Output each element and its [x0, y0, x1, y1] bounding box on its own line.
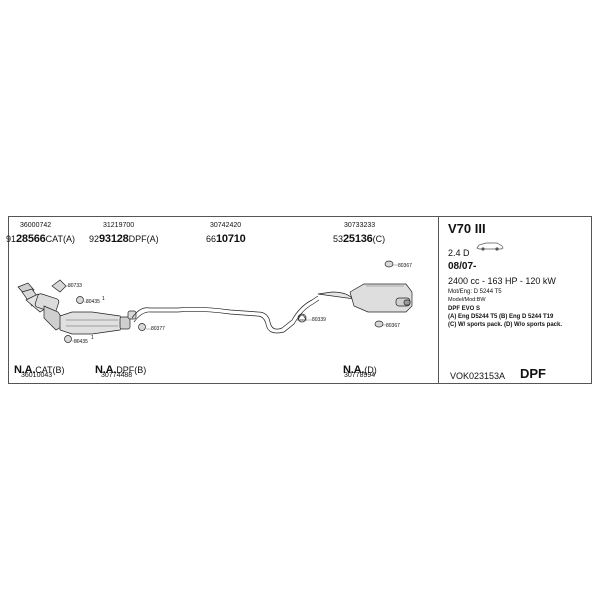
rear-silencer-drawing — [317, 283, 413, 313]
dpf-drawing — [59, 311, 131, 335]
ref-label-80377: 80377 — [151, 326, 165, 332]
ref-label-80367-bottom: 80367 — [386, 323, 400, 329]
part-number-dpf-a[interactable]: 9293128DPF(A) — [89, 233, 159, 245]
motor-engine-code: Mot/Eng: D 5244 T5 — [448, 289, 502, 295]
ref-label-80435-bottom: 80435 — [74, 339, 88, 345]
middle-pipe-drawing — [131, 295, 320, 334]
engine-spec: 2400 cc - 163 HP - 120 kW — [448, 276, 556, 286]
engine-size: 2.4 D — [448, 248, 470, 258]
car-silhouette-icon — [475, 239, 505, 251]
part-id-dpf-a: 31219700 — [103, 222, 135, 229]
note-engines: (A) Eng D5244 T5 (B) Eng D 5244 T19 — [448, 314, 554, 320]
dpf-type: DPF EVO S — [448, 306, 481, 312]
model-mod: Model/Mod:BW — [448, 297, 486, 303]
na-part-cat-b[interactable]: N.A.CAT(B) — [14, 364, 65, 376]
na-part-id-d: 30778994 — [344, 372, 376, 379]
ref-mark-1-top: 1 — [102, 296, 105, 302]
part-number-middle-pipe[interactable]: 6610710 — [206, 233, 246, 245]
ref-mark-1-bottom: 1 — [91, 335, 94, 341]
ref-label-80339: 80339 — [312, 317, 326, 323]
diagram-frame — [8, 216, 592, 384]
model-name: V70 III — [448, 221, 486, 236]
part-number-rear-silencer[interactable]: 5325136(C) — [333, 233, 386, 245]
part-id-cat-a: 36000742 — [20, 222, 52, 229]
part-number-cat-a[interactable]: 9128566CAT(A) — [6, 233, 75, 245]
ref-label-80733: 80733 — [68, 283, 82, 289]
na-part-id-dpf-b: 30774488 — [101, 372, 133, 379]
part-id-middle-pipe: 30742420 — [210, 222, 242, 229]
info-panel-divider — [438, 217, 439, 383]
production-date: 08/07- — [448, 261, 477, 272]
na-part-d[interactable]: N.A.(D) — [343, 364, 377, 376]
na-part-dpf-b[interactable]: N.A.DPF(B) — [95, 364, 147, 376]
fittings-drawing — [51, 260, 394, 343]
leader-lines — [66, 264, 398, 342]
ref-label-80435-top: 80435 — [86, 299, 100, 305]
catalog-code: VOK023153A — [450, 371, 506, 381]
na-part-id-cat-b: 36010043 — [21, 372, 53, 379]
system-type: DPF — [520, 366, 546, 381]
part-id-rear-silencer: 30733233 — [344, 222, 376, 229]
note-sports-pack: (C) W/ sports pack. (D) W/o sports pack. — [448, 322, 563, 328]
ref-label-80367-top: 80367 — [398, 263, 412, 269]
